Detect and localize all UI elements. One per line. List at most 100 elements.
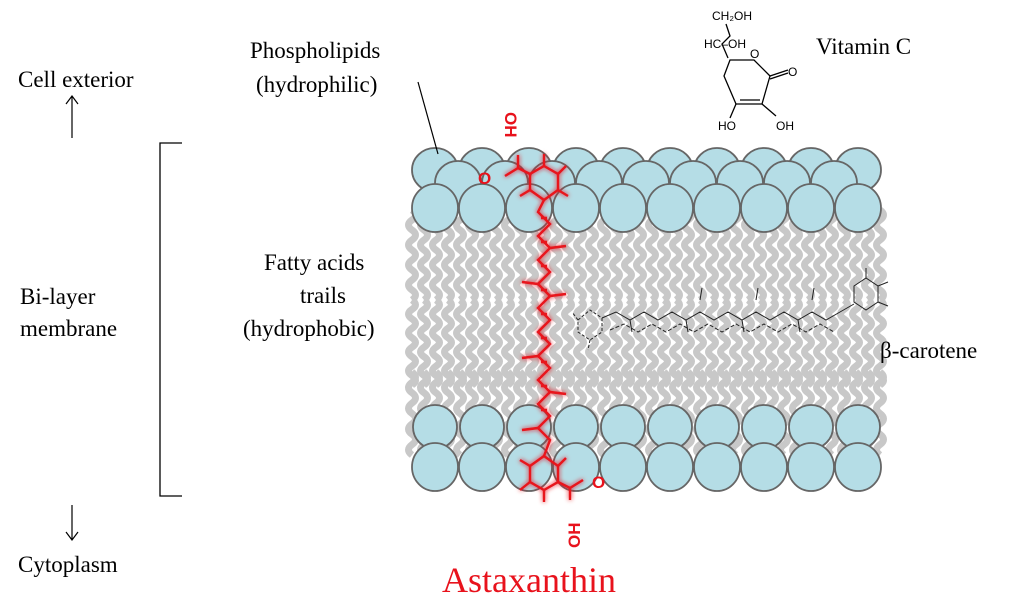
beta-carotene-label: β-carotene — [880, 338, 977, 363]
astaxanthin-functional-groups: OH O O OH — [478, 112, 605, 548]
fatty-acid-tail — [873, 369, 887, 458]
exterior-arrow — [65, 95, 79, 138]
fatty-acid-tail — [417, 297, 431, 388]
fatty-acid-tail — [501, 297, 515, 388]
fatty-acid-tail — [657, 297, 671, 388]
fatty-acid-tail — [573, 297, 587, 388]
astaxanthin-top-oh: OH — [501, 112, 520, 138]
vitamin-c-oh: OH — [776, 119, 794, 133]
fatty-acid-tail — [729, 369, 743, 458]
fatty-acid-tail — [825, 207, 839, 303]
fatty-acid-tail — [585, 297, 599, 388]
fatty-acid-tail — [645, 207, 659, 303]
fatty-acid-tail — [549, 207, 563, 303]
fatty-acid-tail — [405, 297, 419, 388]
fatty-acids-label-line2: trails — [300, 283, 346, 308]
fatty-acid-tail — [741, 297, 755, 388]
astaxanthin-top-o: O — [478, 169, 491, 188]
fatty-acid-tail — [837, 297, 851, 388]
astaxanthin-label: Astaxanthin — [442, 560, 616, 600]
astaxanthin-structure — [504, 154, 584, 502]
vitamin-c-carbonyl-o: O — [788, 65, 797, 79]
fatty-acid-tail — [453, 369, 467, 458]
phospholipid-heads — [411, 147, 882, 492]
fatty-acid-tail — [609, 297, 623, 388]
fatty-acid-tail — [765, 297, 779, 388]
phospholipid-head — [646, 442, 694, 492]
phospholipids-label-line2: (hydrophilic) — [256, 72, 377, 97]
fatty-acids-label-line1: Fatty acids — [264, 250, 364, 275]
fatty-acid-tail — [693, 207, 707, 303]
phospholipid-head — [646, 183, 694, 233]
fatty-acid-tail — [861, 297, 875, 388]
bilayer-label-line1: Bi-layer — [20, 284, 96, 309]
phospholipid-pointer — [417, 81, 439, 155]
vitamin-c-ho: HO — [718, 119, 736, 133]
fatty-acid-tail — [681, 297, 695, 388]
phospholipid-head — [787, 442, 835, 492]
fatty-acid-tail — [597, 207, 611, 303]
fatty-acid-tail — [825, 369, 839, 458]
astaxanthin-bottom-oh: OH — [565, 523, 584, 549]
cell-exterior-label: Cell exterior — [18, 67, 134, 92]
fatty-acid-tail — [465, 297, 479, 388]
fatty-acid-tail — [825, 297, 839, 388]
fatty-acid-tail — [561, 297, 575, 388]
phospholipid-head — [458, 442, 506, 492]
fatty-acid-tail — [405, 207, 419, 303]
vitamin-c-hc-oh: HC–OH — [704, 37, 746, 51]
phospholipids-label-line1: Phospholipids — [250, 38, 380, 63]
cytoplasm-label: Cytoplasm — [18, 552, 118, 577]
fatty-acid-tail — [669, 297, 683, 388]
phospholipid-head — [834, 442, 882, 492]
fatty-acid-tail — [453, 207, 467, 303]
fatty-acid-tail — [453, 297, 467, 388]
fatty-acid-tail — [633, 297, 647, 388]
fatty-acid-tail — [801, 297, 815, 388]
fatty-acid-tail — [873, 297, 887, 388]
fatty-acid-tail — [405, 369, 419, 458]
vitamin-c-ch2oh: CH₂OH — [712, 9, 752, 23]
fatty-acids-label-line3: (hydrophobic) — [243, 316, 375, 341]
fatty-acid-tail — [489, 297, 503, 388]
fatty-acid-tail — [741, 207, 755, 303]
phospholipid-head — [458, 183, 506, 233]
phospholipid-head — [599, 442, 647, 492]
fatty-acid-tail — [501, 207, 515, 303]
fatty-acid-tail — [501, 369, 515, 458]
phospholipid-head — [552, 442, 600, 492]
vitamin-c-ring-o: O — [750, 47, 759, 61]
cytoplasm-arrow — [65, 505, 79, 541]
phospholipid-head — [740, 442, 788, 492]
fatty-acid-tail — [753, 297, 767, 388]
fatty-acid-tail — [789, 207, 803, 303]
phospholipid-head — [693, 183, 741, 233]
beta-carotene-structure — [571, 268, 889, 351]
fatty-acid-tail — [849, 297, 863, 388]
phospholipid-head — [693, 442, 741, 492]
fatty-acid-tail — [717, 297, 731, 388]
phospholipid-head — [599, 183, 647, 233]
vitamin-c-structure: CH₂OH HC–OH O O HO OH — [704, 9, 797, 133]
fatty-acid-tail — [429, 297, 443, 388]
fatty-acid-tail — [477, 297, 491, 388]
fatty-acid-tail — [597, 297, 611, 388]
vitamin-c-label: Vitamin C — [816, 34, 911, 59]
astaxanthin-bottom-o: O — [592, 473, 605, 492]
phospholipid-head — [411, 183, 459, 233]
fatty-acid-tail — [837, 207, 851, 303]
fatty-acid-tail — [513, 297, 527, 388]
fatty-acid-tail — [705, 297, 719, 388]
fatty-acid-tail — [525, 297, 539, 388]
fatty-acid-tail — [789, 297, 803, 388]
fatty-acid-tail — [777, 369, 791, 458]
phospholipid-head — [787, 183, 835, 233]
fatty-acid-tail — [441, 297, 455, 388]
fatty-acid-tail — [549, 297, 563, 388]
bilayer-bracket — [159, 142, 182, 497]
phospholipid-head — [834, 183, 882, 233]
phospholipid-head — [740, 183, 788, 233]
phospholipid-head — [411, 442, 459, 492]
phospholipid-head — [552, 183, 600, 233]
